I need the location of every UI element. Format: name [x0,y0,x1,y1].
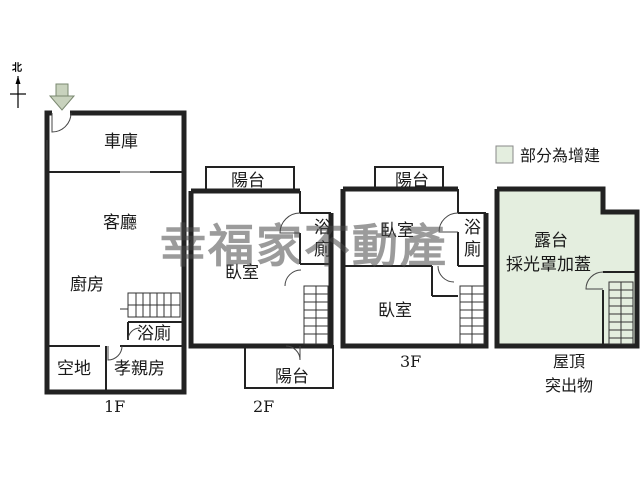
legend-swatch [495,145,514,164]
1f-wall-top-right [70,110,187,292]
2f-bath-label-bottom: 廁 [314,239,331,260]
roof-floor-label-line2: 突出物 [545,376,593,395]
legend-label: 部分為增建 [520,146,600,165]
north-label: 北 [12,61,22,74]
floor-roof: 露台 採光罩加蓋 屋頂 突出物 [494,186,640,395]
3f-floor-label: 3F [400,352,421,371]
1f-stairs [120,292,181,318]
3f-stairs [459,285,485,345]
entrance-arrow-icon [48,83,76,111]
1f-entrance-door [51,112,72,133]
1f-bath-door [127,327,141,341]
3f-bath-label-top: 浴 [464,218,481,238]
2f-balcony-top-label: 陽台 [231,171,265,191]
2f-bath-door [279,212,301,234]
2f-balcony-bottom-label: 陽台 [275,367,309,387]
3f-wall-outer [340,189,489,349]
2f-balcony-door [285,345,301,361]
1f-kitchen-label: 廚房 [70,274,104,295]
3f-balcony-label: 陽台 [395,171,429,191]
roof-stairs [608,281,634,345]
2f-stairs [303,285,329,345]
north-arrow: 北 [10,61,26,108]
2f-floor-label: 2F [253,397,274,416]
watermark: 幸福家不動產 [160,219,448,273]
2f-bedroom-label: 臥室 [225,263,259,283]
1f-living-label: 客廳 [103,213,137,233]
3f-bedroom-door [437,265,455,283]
2f-stair-door [284,269,302,287]
1f-wall-outer [44,110,187,395]
3f-bath-door [438,212,459,233]
3f-bedroom-a-label: 臥室 [380,221,414,241]
floor-3f: 陽台 臥室 浴 廁 臥室 3F [340,166,489,371]
1f-floor-label: 1F [104,397,125,416]
floor-1f: 車庫 客廳 廚房 浴廁 空地 孝親房 1F [44,110,187,416]
roof-terrace-label: 露台 [534,231,568,251]
north-arrow-head [15,76,21,84]
2f-bath-label-top: 浴 [314,218,331,238]
1f-yard-label: 空地 [57,359,91,379]
roof-skylight-label: 採光罩加蓋 [506,255,591,275]
1f-garage-label: 車庫 [104,132,138,152]
floor-2f: 陽台 浴 廁 臥室 陽台 2F [188,166,334,416]
1f-bath-label: 浴廁 [137,323,171,344]
3f-bath-label-bottom: 廁 [464,239,481,260]
1f-elder-door [107,345,123,361]
roof-wall-outer [494,186,640,349]
1f-elder-room-label: 孝親房 [114,359,165,379]
roof-door [585,271,604,290]
legend: 部分為增建 [495,145,600,165]
3f-bedroom-b-label: 臥室 [378,301,412,321]
roof-floor-label-line1: 屋頂 [553,352,585,371]
